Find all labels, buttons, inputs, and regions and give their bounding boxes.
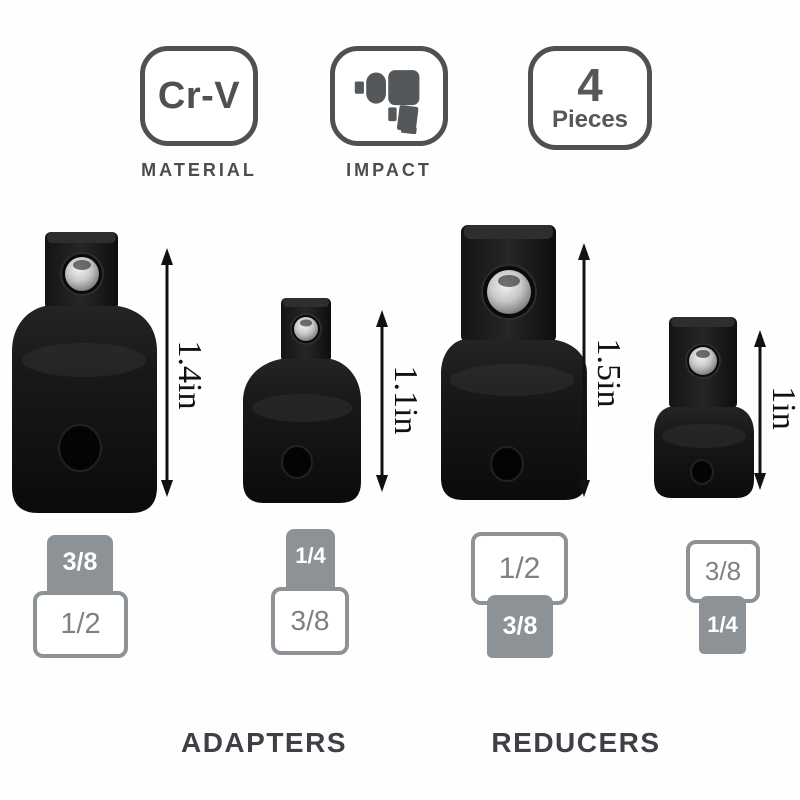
pieces-label: Pieces	[551, 106, 629, 134]
reducer-photo-1	[441, 225, 587, 500]
measure-arrow-4	[754, 330, 766, 490]
size-tag-large-3: 1/2	[471, 532, 568, 605]
size-tag-large-1: 1/2	[33, 591, 128, 658]
measurement-label-2: 1.1in	[387, 366, 424, 435]
material-badge-text: Cr-V	[157, 75, 241, 117]
measure-arrow-3	[578, 243, 590, 497]
impact-wrench-icon	[354, 70, 420, 134]
material-caption: MATERIAL	[141, 160, 257, 180]
products-illustration: 1.4in 1.1in	[12, 225, 800, 513]
size-tag-large-2: 3/8	[271, 587, 349, 655]
reducers-caption: REDUCERS	[491, 727, 661, 758]
pieces-count: 4	[577, 58, 603, 111]
adapter-photo-1	[12, 232, 157, 513]
measure-arrow-2	[376, 310, 388, 492]
size-tag-small-3: 3/8	[487, 595, 553, 658]
adapter-photo-2	[243, 298, 361, 503]
reducer-photo-2	[654, 317, 754, 498]
impact-badge	[330, 46, 448, 146]
measure-arrow-1	[161, 248, 173, 497]
measurement-label-4: 1in	[765, 386, 800, 429]
adapters-caption: ADAPTERS	[180, 727, 347, 758]
impact-caption: IMPACT	[346, 160, 432, 180]
size-tag-large-4: 3/8	[686, 540, 760, 603]
measurement-label-1: 1.4in	[171, 341, 208, 410]
material-badge: Cr-V	[140, 46, 258, 146]
pieces-badge: 4 Pieces	[528, 46, 652, 150]
size-tag-small-4: 1/4	[699, 596, 746, 654]
measurement-label-3: 1.5in	[590, 339, 627, 408]
